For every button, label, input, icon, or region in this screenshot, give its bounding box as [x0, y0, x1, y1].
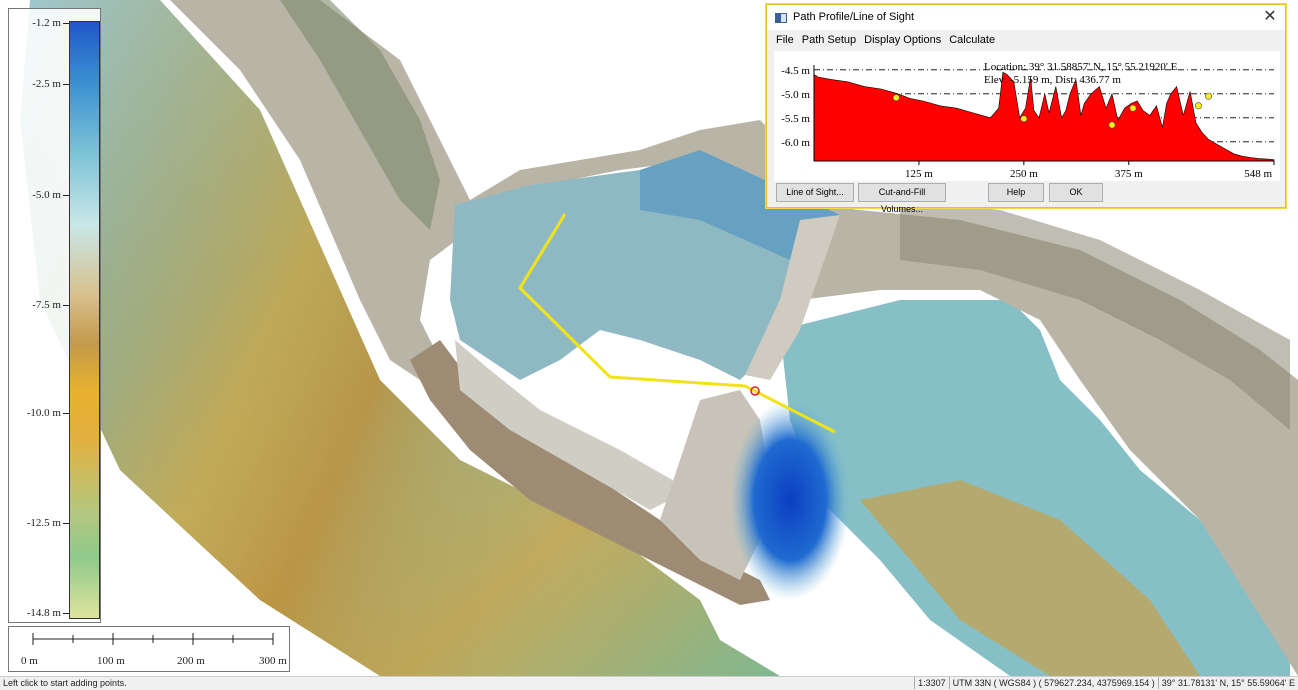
legend-label: -12.5 m	[26, 517, 61, 529]
legend-label: -10.0 m	[26, 407, 61, 419]
legend-label: -7.5 m	[32, 299, 61, 311]
y-tick-label: -4.5 m	[781, 65, 810, 77]
profile-vertex-marker	[1129, 104, 1137, 112]
cursor-location-text: Location: 39° 31.58857' N, 15° 55.21920'…	[984, 61, 1178, 73]
profile-chart-panel[interactable]: -4.5 m -5.0 m -5.5 m -6.0 m 125 m 250 m 375 m…	[774, 51, 1280, 181]
scale-label: 100 m	[97, 655, 125, 667]
legend-tick	[63, 305, 69, 306]
menu-calculate[interactable]: Calculate	[949, 34, 996, 46]
status-fields: 1:3307 UTM 33N ( WGS84 ) ( 579627.234, 4…	[914, 677, 1298, 689]
status-scale: 1:3307	[914, 677, 949, 689]
menu-path-setup[interactable]: Path Setup	[801, 34, 857, 46]
legend-tick	[63, 84, 69, 85]
dialog-menubar: File Path Setup Display Options Calculat…	[767, 30, 1285, 50]
dialog-button-row: Line of Sight... Cut-and-Fill Volumes...…	[767, 183, 1285, 214]
legend-label: -1.2 m	[32, 17, 61, 29]
profile-vertex-marker	[892, 94, 900, 102]
scale-bar-graphic	[32, 633, 274, 645]
menu-display-options[interactable]: Display Options	[864, 34, 942, 46]
scale-label: 300 m	[259, 655, 287, 667]
dialog-titlebar[interactable]: Path Profile/Line of Sight ✕	[767, 5, 1285, 30]
scale-label: 200 m	[177, 655, 205, 667]
app-window-icon	[775, 13, 787, 23]
depth-color-ramp	[69, 21, 100, 619]
y-tick-label: -5.0 m	[781, 89, 810, 101]
scale-bar: 0 m 100 m 200 m 300 m	[8, 626, 290, 672]
legend-label: -2.5 m	[32, 78, 61, 90]
path-profile-dialog[interactable]: Path Profile/Line of Sight ✕ File Path S…	[766, 4, 1286, 214]
cursor-elevation-text: Elev: -5.159 m, Dist: 436.77 m	[984, 74, 1121, 86]
profile-chart[interactable]: -4.5 m -5.0 m -5.5 m -6.0 m 125 m 250 m 375 m…	[774, 51, 1280, 181]
legend-label: -14.8 m	[26, 607, 61, 619]
status-projection: UTM 33N ( WGS84 ) ( 579627.234, 4375969.…	[948, 677, 1158, 689]
profile-area	[813, 71, 1275, 162]
y-tick-label: -6.0 m	[781, 137, 810, 149]
line-of-sight-button[interactable]: Line of Sight...	[776, 183, 854, 202]
dialog-title: Path Profile/Line of Sight	[793, 11, 915, 23]
scale-label: 0 m	[21, 655, 38, 667]
cut-and-fill-button[interactable]: Cut-and-Fill Volumes...	[858, 183, 946, 214]
profile-vertex-marker	[1108, 121, 1116, 129]
profile-vertex-marker	[1205, 92, 1213, 100]
close-icon[interactable]: ✕	[1263, 8, 1277, 25]
status-latlon: 39° 31.78131' N, 15° 55.59064' E	[1157, 677, 1298, 689]
map-imagery[interactable]	[0, 0, 1298, 676]
y-tick-label: -5.5 m	[781, 113, 810, 125]
legend-tick	[63, 523, 69, 524]
depth-legend: -1.2 m -2.5 m -5.0 m -7.5 m -10.0 m -12.…	[8, 8, 101, 623]
profile-vertex-marker	[1020, 115, 1028, 123]
legend-tick	[63, 413, 69, 414]
profile-vertex-marker	[1194, 102, 1202, 110]
status-hint: Left click to start adding points.	[3, 678, 127, 688]
help-button[interactable]: Help	[988, 183, 1044, 202]
legend-tick	[63, 23, 69, 24]
ok-button[interactable]: OK	[1049, 183, 1103, 202]
x-tick-label: 375 m	[1115, 168, 1143, 180]
x-tick-label: 548 m	[1244, 168, 1272, 180]
legend-tick	[63, 195, 69, 196]
status-bar: Left click to start adding points. 1:330…	[0, 676, 1298, 690]
legend-tick	[63, 613, 69, 614]
legend-label: -5.0 m	[32, 189, 61, 201]
menu-file[interactable]: File	[776, 34, 794, 46]
x-tick-label: 250 m	[1010, 168, 1038, 180]
x-tick-label: 125 m	[905, 168, 933, 180]
